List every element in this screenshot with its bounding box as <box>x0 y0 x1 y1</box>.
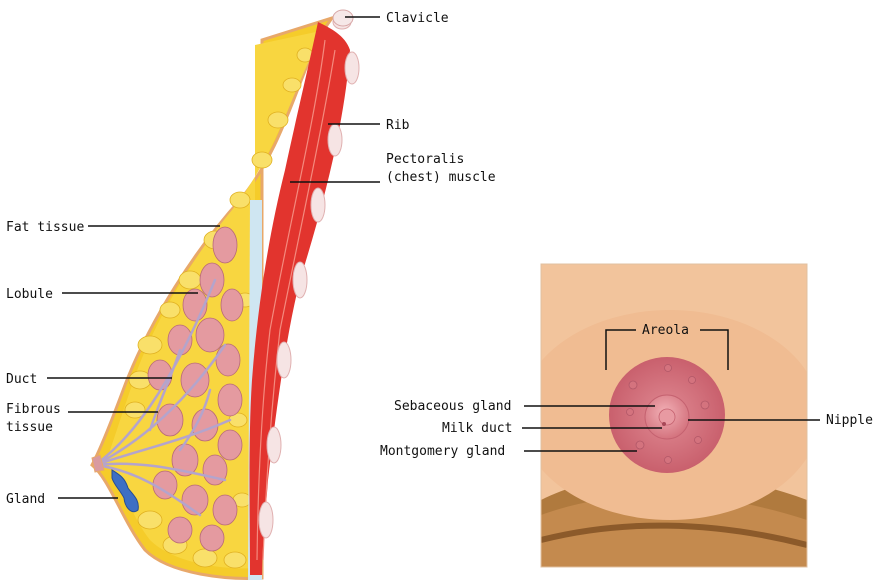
areola-panel <box>520 264 820 567</box>
label-pectoralis-line2: (chest) muscle <box>386 170 496 185</box>
label-gland: Gland <box>6 492 45 507</box>
milk-duct-opening <box>662 422 666 426</box>
label-rib: Rib <box>386 118 410 133</box>
label-fibrous-line1: Fibrous <box>6 402 61 417</box>
label-fibrous-line2: tissue <box>6 420 53 435</box>
breast-cross-section <box>92 10 359 580</box>
label-duct: Duct <box>6 372 37 387</box>
label-clavicle: Clavicle <box>386 11 449 26</box>
label-montgomery-gland: Montgomery gland <box>380 444 505 459</box>
label-pectoralis-line1: Pectoralis <box>386 152 464 167</box>
clavicle-bone <box>333 10 353 26</box>
label-areola: Areola <box>642 323 689 338</box>
label-lobule: Lobule <box>6 287 53 302</box>
label-milk-duct: Milk duct <box>442 421 512 436</box>
label-nipple: Nipple <box>826 413 873 428</box>
label-sebaceous-gland: Sebaceous gland <box>394 399 511 414</box>
label-fat-tissue: Fat tissue <box>6 220 84 235</box>
nipple-center <box>659 409 675 425</box>
